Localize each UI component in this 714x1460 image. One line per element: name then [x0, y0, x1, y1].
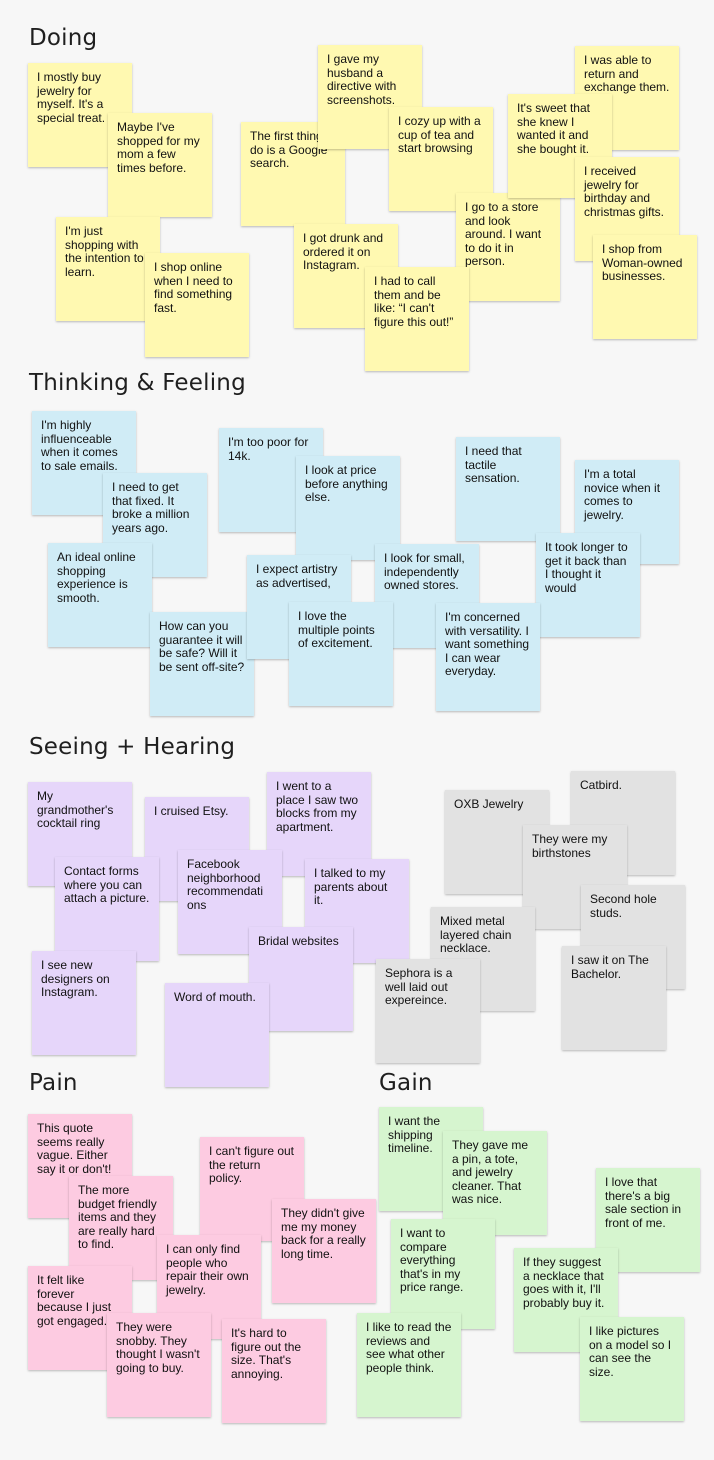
sticky-note[interactable]: I cozy up with a cup of tea and start br…: [389, 107, 493, 211]
sticky-note[interactable]: I look at price before anything else.: [296, 456, 400, 560]
section-title-gain: Gain: [379, 1070, 433, 1096]
section-title-seeing-hearing: Seeing + Hearing: [29, 734, 236, 760]
sticky-note[interactable]: It took longer to get it back than I tho…: [536, 533, 640, 637]
sticky-note[interactable]: Contact forms where you can attach a pic…: [55, 857, 159, 961]
sticky-note[interactable]: I'm concerned with versatility. I want s…: [436, 603, 540, 711]
sticky-note[interactable]: The more budget friendly items and they …: [69, 1176, 173, 1280]
section-title-doing: Doing: [29, 25, 98, 51]
sticky-note[interactable]: It's hard to figure out the size. That's…: [222, 1319, 326, 1423]
sticky-note[interactable]: Maybe I've shopped for my mom a few time…: [108, 113, 212, 217]
sticky-note[interactable]: They were snobby. They thought I wasn't …: [107, 1313, 211, 1417]
sticky-note[interactable]: I'm just shopping with the intention to …: [56, 217, 160, 321]
sticky-note[interactable]: I shop from Woman-owned businesses.: [593, 235, 697, 339]
sticky-note[interactable]: They gave me a pin, a tote, and jewelry …: [443, 1131, 547, 1235]
sticky-note[interactable]: An ideal online shopping experience is s…: [48, 543, 152, 647]
sticky-note[interactable]: I like pictures on a model so I can see …: [580, 1317, 684, 1421]
sticky-note[interactable]: Word of mouth.: [165, 983, 269, 1087]
sticky-note[interactable]: I go to a store and look around. I want …: [456, 193, 560, 301]
sticky-note[interactable]: I had to call them and be like: “I can't…: [365, 267, 469, 371]
sticky-note[interactable]: I see new designers on Instagram.: [32, 951, 136, 1055]
sticky-note[interactable]: I love the multiple points of excitement…: [289, 602, 393, 706]
sticky-note[interactable]: They didn't give me my money back for a …: [272, 1199, 376, 1303]
sticky-note[interactable]: I like to read the reviews and see what …: [357, 1313, 461, 1417]
sticky-note[interactable]: If they suggest a necklace that goes wit…: [514, 1248, 618, 1352]
sticky-note[interactable]: I went to a place I saw two blocks from …: [267, 772, 371, 876]
sticky-note[interactable]: How can you guarantee it will be safe? W…: [150, 612, 254, 716]
sticky-note[interactable]: I need that tactile sensation.: [456, 437, 560, 541]
sticky-note[interactable]: Sephora is a well laid out expereince.: [376, 959, 480, 1063]
section-title-thinking-feeling: Thinking & Feeling: [29, 370, 246, 396]
section-title-pain: Pain: [29, 1070, 78, 1096]
sticky-note[interactable]: I saw it on The Bachelor.: [562, 946, 666, 1050]
sticky-note[interactable]: I want to compare everything that's in m…: [391, 1219, 495, 1329]
sticky-note[interactable]: I shop online when I need to find someth…: [145, 253, 249, 357]
